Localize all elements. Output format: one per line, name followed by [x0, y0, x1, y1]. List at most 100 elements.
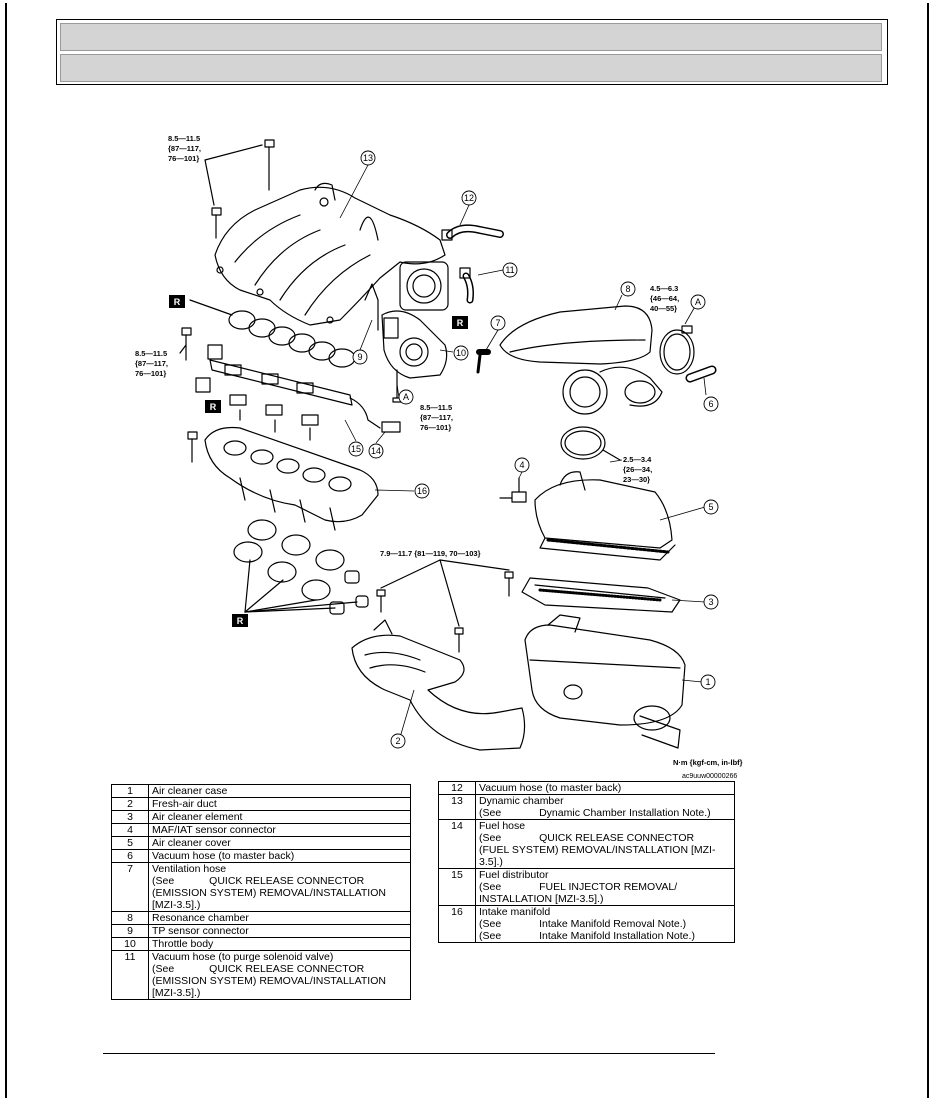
svg-text:R: R: [210, 402, 217, 412]
svg-text:R: R: [174, 297, 181, 307]
callout-11: 11: [502, 262, 518, 278]
legend-description: Intake manifold(See Intake Manifold Remo…: [475, 905, 735, 943]
legend-text: (See Dynamic Chamber Installation Note.): [479, 807, 711, 819]
svg-text:9: 9: [357, 352, 362, 362]
replace-mark-2: R: [452, 316, 468, 329]
svg-text:7: 7: [495, 318, 500, 328]
legend-text: Vacuum hose (to purge solenoid valve): [152, 951, 334, 963]
legend-text: INSTALLATION [MZI-3.5].): [479, 893, 604, 905]
legend-text: Air cleaner element: [152, 811, 243, 823]
legend-description: Fuel hose(See QUICK RELEASE CONNECTOR(FU…: [475, 819, 735, 869]
legend-text: (See Intake Manifold Removal Note.): [479, 918, 687, 930]
legend-text: (See Intake Manifold Installation Note.): [479, 930, 695, 942]
callout-9: 9: [352, 349, 368, 365]
legend-number: 4: [111, 823, 149, 837]
legend-text: (See QUICK RELEASE CONNECTOR: [152, 875, 365, 887]
legend-text: [MZI-3.5].): [152, 987, 201, 999]
page-header: [56, 19, 888, 85]
svg-text:76—101}: 76—101}: [135, 369, 166, 378]
legend-description: Air cleaner cover: [148, 836, 411, 850]
svg-text:15: 15: [351, 444, 361, 454]
legend-text: Resonance chamber: [152, 912, 249, 924]
legend-description: Ventilation hose(See QUICK RELEASE CONNE…: [148, 862, 411, 912]
legend-number: 6: [111, 849, 149, 863]
callout-10: 10: [453, 345, 469, 361]
callout-16: 16: [414, 483, 430, 499]
svg-text:8.5—11.5: 8.5—11.5: [420, 403, 452, 412]
legend-text: Fuel hose: [479, 820, 526, 832]
throttle-body: [364, 261, 449, 403]
legend-number: 14: [438, 819, 476, 869]
svg-text:10: 10: [456, 348, 466, 358]
header-band-bottom: [60, 54, 882, 82]
svg-text:8.5—11.5: 8.5—11.5: [168, 134, 200, 143]
legend-text: (See QUICK RELEASE CONNECTOR: [479, 832, 695, 844]
legend-description: Vacuum hose (to purge solenoid valve)(Se…: [148, 950, 411, 1000]
intake-manifold: [204, 426, 379, 531]
callout-13: 13: [360, 150, 376, 166]
legend-description: Fuel distributor(See FUEL INJECTOR REMOV…: [475, 868, 735, 906]
svg-text:12: 12: [464, 193, 474, 203]
legend-number: 11: [111, 950, 149, 1000]
svg-text:3: 3: [708, 597, 713, 607]
legend-text: [MZI-3.5].): [152, 899, 201, 911]
svg-text:1: 1: [705, 677, 710, 687]
legend-number: 13: [438, 794, 476, 820]
legend-text: Ventilation hose: [152, 863, 227, 875]
torque-spec-3: 8.5—11.5 {87—117, 76—101}: [420, 403, 453, 432]
callout-12: 12: [461, 190, 477, 206]
header-band-top: [60, 23, 882, 51]
legend-number: 8: [111, 911, 149, 925]
legend-number: 2: [111, 797, 149, 811]
replace-mark-3: R: [205, 400, 221, 413]
torque-spec-6: 7.9—11.7 {81—119, 70—103}: [380, 549, 481, 558]
air-cleaner-element: [521, 577, 681, 613]
legend-description: Throttle body: [148, 937, 411, 951]
callout-3: 3: [703, 594, 719, 610]
gasket-set-lower: [233, 519, 369, 615]
legend-text: Intake manifold: [479, 906, 551, 918]
legend-text: (See QUICK RELEASE CONNECTOR: [152, 963, 365, 975]
legend-number: 7: [111, 862, 149, 912]
legend-description: Air cleaner element: [148, 810, 411, 824]
legend-text: Vacuum hose (to master back): [152, 850, 295, 862]
svg-text:2.5—3.4: 2.5—3.4: [623, 455, 652, 464]
svg-text:A: A: [695, 297, 701, 307]
legend-description: Vacuum hose (to master back): [475, 781, 735, 795]
legend-number: 9: [111, 924, 149, 938]
air-cleaner-case: [524, 614, 686, 749]
air-cleaner-cover: [534, 471, 676, 561]
svg-text:{87—117,: {87—117,: [420, 413, 453, 422]
svg-text:76—101}: 76—101}: [420, 423, 451, 432]
svg-text:6: 6: [708, 399, 713, 409]
torque-spec-1: 8.5—11.5 {87—117, 76—101}: [168, 134, 201, 163]
svg-text:{87—117,: {87—117,: [168, 144, 201, 153]
legend-text: TP sensor connector: [152, 925, 249, 937]
callout-15: 15: [348, 441, 364, 457]
fresh-air-duct: [351, 619, 526, 751]
legend-text: Air cleaner cover: [152, 837, 231, 849]
svg-text:A: A: [403, 392, 409, 402]
callout-2: 2: [390, 733, 406, 749]
legend-description: TP sensor connector: [148, 924, 411, 938]
torque-spec-4: 4.5—6.3 {46—64, 40—55}: [650, 284, 679, 313]
legend-text: 3.5].): [479, 856, 503, 868]
callout-6: 6: [703, 396, 719, 412]
svg-text:14: 14: [371, 446, 381, 456]
svg-text:4: 4: [519, 460, 524, 470]
svg-text:23—30}: 23—30}: [623, 475, 650, 484]
legend-number: 12: [438, 781, 476, 795]
